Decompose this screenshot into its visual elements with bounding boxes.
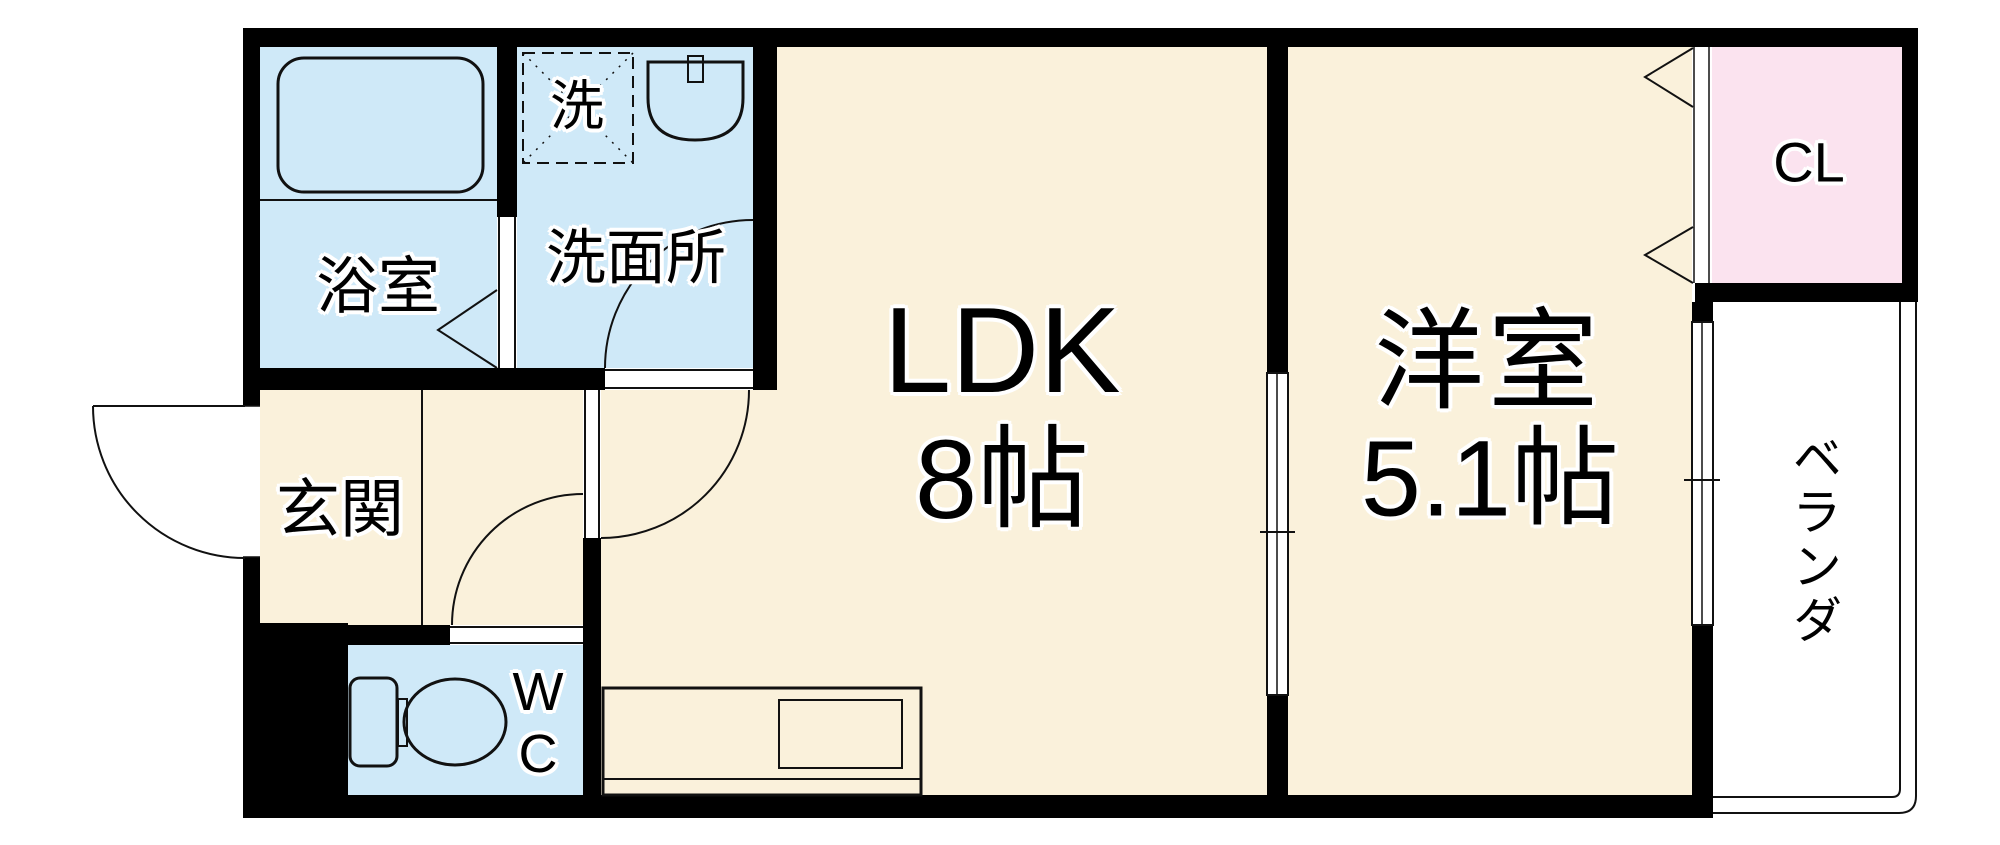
wall-bottom	[243, 795, 1713, 818]
sliding-doors-and-windows	[1260, 47, 1720, 696]
closet-label: CL	[1773, 130, 1845, 194]
ldk-west-sliding-door	[1260, 372, 1295, 696]
washroom-label: 洗面所	[546, 224, 726, 292]
wall-window-upper	[1692, 302, 1713, 322]
wall-ldk-west-lower	[1267, 695, 1288, 795]
walls	[243, 28, 1918, 818]
bathtub-icon	[260, 56, 497, 201]
toilet-door-swing	[451, 493, 584, 626]
wall-ldk-west-upper	[1267, 28, 1288, 373]
toilet-label: WC	[512, 661, 564, 784]
entrance-label: 玄関	[276, 473, 404, 546]
entrance-hall-floor	[260, 368, 601, 625]
wall-top	[243, 28, 1918, 47]
wall-toilet-top	[260, 625, 450, 645]
washroom-floor	[517, 47, 753, 368]
wall-closet-bottom	[1695, 283, 1918, 302]
door-openings	[243, 217, 753, 645]
entrance-door-swing	[92, 405, 246, 559]
hall-ldk-door-gap	[583, 390, 601, 538]
wall-left-upper	[243, 28, 260, 406]
western-room-size-label: 5.1帖	[1360, 417, 1620, 539]
western-room-floor	[1288, 47, 1692, 795]
veranda-label: ベランダ	[1785, 432, 1842, 648]
laundry-pan-label: 洗	[550, 76, 604, 137]
toilet-icon	[348, 676, 508, 768]
door-swings	[92, 47, 1694, 626]
veranda-floor	[1713, 302, 1916, 813]
bathroom-floor	[260, 47, 497, 368]
washroom-door-gap	[605, 368, 753, 390]
wall-hall-ldk	[583, 538, 601, 795]
wall-left-mid	[243, 557, 260, 625]
wall-bath-washroom	[497, 47, 517, 217]
wall-window-lower	[1692, 625, 1713, 795]
wall-closet-right	[1902, 28, 1918, 302]
ldk-label: LDK	[883, 281, 1121, 418]
kitchen-counter-icon	[601, 686, 923, 797]
entrance-door-gap	[243, 406, 260, 557]
bathroom-folding-door	[436, 289, 498, 369]
closet-folding-door-lower	[1643, 226, 1694, 284]
western-room-label: 洋室	[1374, 300, 1602, 424]
washroom-door-swing	[604, 219, 754, 369]
toilet-room-floor	[348, 645, 583, 795]
wall-horizontal-mid	[243, 368, 605, 390]
veranda-railing	[1713, 302, 1917, 814]
bathroom-door-gap	[497, 217, 517, 368]
bathroom-label: 浴室	[315, 252, 441, 322]
fixtures	[260, 52, 923, 797]
closet-folding-door-upper	[1643, 47, 1694, 108]
sink-icon	[646, 55, 745, 142]
ldk-size-label: 8帖	[914, 417, 1090, 543]
hall-ldk-door-swing	[600, 389, 750, 539]
washing-machine-pan-icon	[522, 52, 634, 164]
toilet-door-gap	[450, 625, 583, 645]
wall-bottom-left-block	[243, 623, 348, 817]
western-veranda-window	[1684, 321, 1720, 626]
room-fills	[260, 47, 1916, 813]
closet-door-track	[1693, 47, 1710, 283]
wall-washroom-right	[753, 47, 777, 390]
closet-floor	[1712, 47, 1902, 283]
